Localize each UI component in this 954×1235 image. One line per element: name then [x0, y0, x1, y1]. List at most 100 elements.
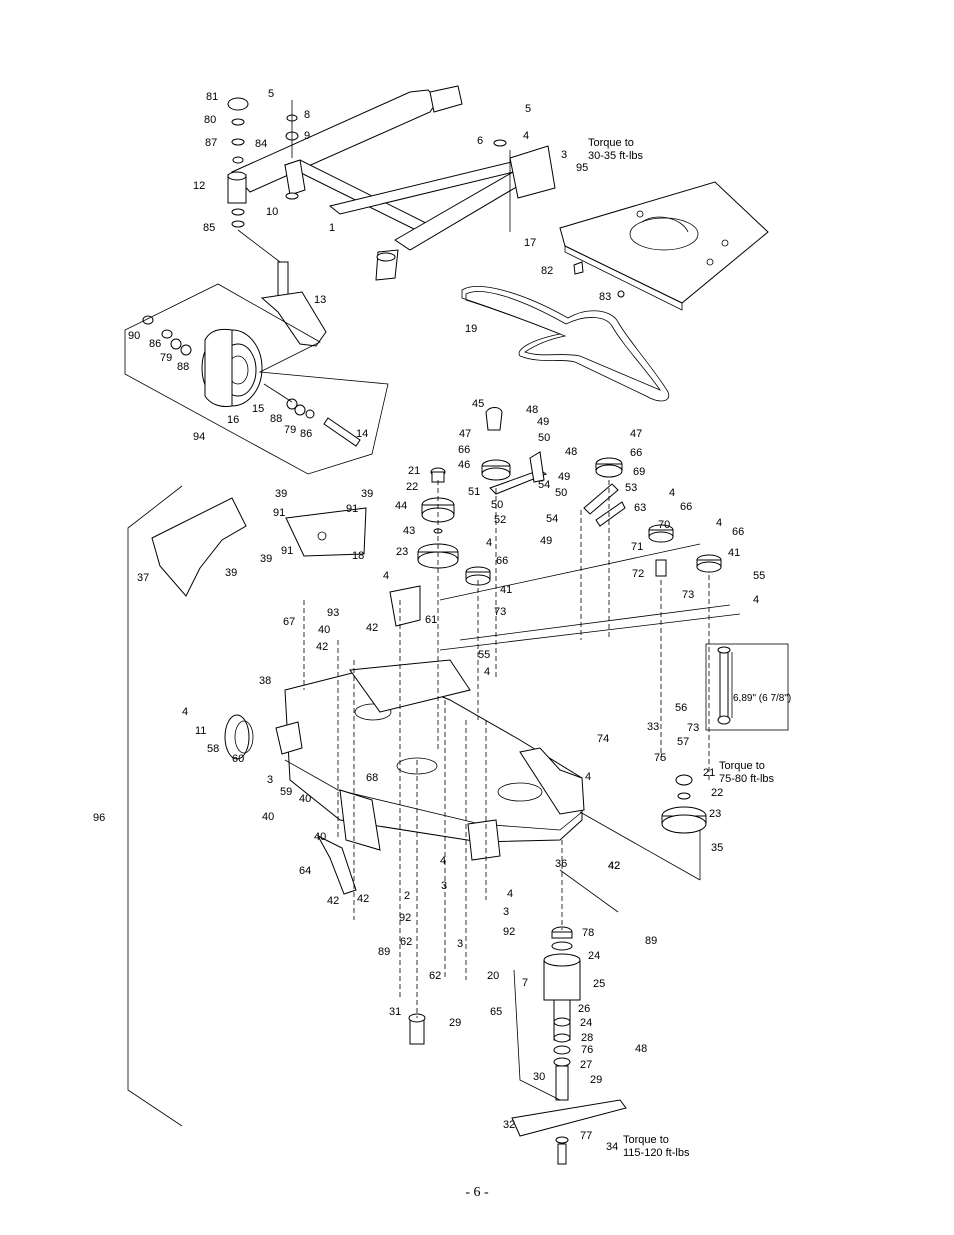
part-callout: 54: [538, 479, 550, 491]
part-callout: 31: [389, 1006, 401, 1018]
part-callout: 4: [182, 706, 188, 718]
part-callout: 92: [503, 926, 515, 938]
assembly-lines: [303, 480, 741, 1018]
deflector-and-plate: [151, 497, 421, 627]
part-callout: 4: [585, 771, 591, 783]
torque-note-1-line1: Torque to: [588, 137, 634, 149]
part-callout: 73: [682, 589, 694, 601]
page-number: - 6 -: [465, 1185, 489, 1200]
part-callout: 71: [631, 541, 643, 553]
part-callout: 92: [399, 912, 411, 924]
part-callout: 42: [316, 641, 328, 653]
part-callout: 55: [753, 570, 765, 582]
part-callout: 74: [597, 733, 609, 745]
torque-note-3-line2: 115-120 ft-lbs: [623, 1147, 690, 1159]
part-callout: 39: [361, 488, 373, 500]
part-callout: 12: [193, 180, 205, 192]
part-callout: 62: [400, 936, 412, 948]
part-callout: 73: [687, 722, 699, 734]
part-callout: 42: [357, 893, 369, 905]
part-callout: 49: [537, 416, 549, 428]
part-callout: 66: [680, 501, 692, 513]
part-callout: 89: [645, 935, 657, 947]
part-callout: 27: [580, 1059, 592, 1071]
part-callout: 49: [540, 535, 552, 547]
part-callout: 77: [580, 1130, 592, 1142]
part-callout: 5: [268, 88, 274, 100]
part-callout: 66: [496, 555, 508, 567]
part-callout: 23: [396, 546, 408, 558]
belt-cover: [559, 181, 769, 311]
part-callout: 42: [608, 860, 620, 872]
part-callout: 79: [284, 424, 296, 436]
part-callout: 84: [255, 138, 267, 150]
part-callout: 17: [524, 237, 536, 249]
torque-note-1: Torque to 30-35 ft-lbs: [588, 137, 644, 162]
part-callout: 65: [490, 1006, 502, 1018]
inset-measurement-label: 6,89" (6 7/8"): [733, 693, 791, 704]
part-callout: 46: [458, 459, 470, 471]
part-callout: 55: [478, 649, 490, 661]
part-callout: 15: [252, 403, 264, 415]
part-callout: 66: [630, 447, 642, 459]
part-callout: 45: [472, 398, 484, 410]
part-callout: 67: [283, 616, 295, 628]
part-callout: 93: [327, 607, 339, 619]
part-callout: 4: [507, 888, 513, 900]
part-callout: 39: [275, 488, 287, 500]
part-callout: 73: [494, 606, 506, 618]
part-callout: 53: [625, 482, 637, 494]
part-callout: 76: [581, 1044, 593, 1056]
part-callout: 24: [588, 950, 600, 962]
part-callout: 5: [525, 103, 531, 115]
part-callout: 88: [270, 413, 282, 425]
part-callout: 3: [267, 774, 273, 786]
part-callout: 87: [205, 137, 217, 149]
part-callout: 63: [634, 502, 646, 514]
part-callout: 96: [93, 812, 105, 824]
part-callout: 13: [314, 294, 326, 306]
part-callout: 86: [300, 428, 312, 440]
part-callout: 33: [647, 721, 659, 733]
part-callout: 40: [262, 811, 274, 823]
part-callout: 4: [716, 517, 722, 529]
part-callout: 20: [487, 970, 499, 982]
torque-note-2: Torque to 75-80 ft-lbs: [719, 760, 775, 785]
part-callout: 88: [177, 361, 189, 373]
part-callout: 16: [227, 414, 239, 426]
torque-note-2-line1: Torque to: [719, 760, 765, 772]
part-callout: 79: [160, 352, 172, 364]
part-callout: 86: [149, 338, 161, 350]
part-callout: 24: [580, 1017, 592, 1029]
part-callout: 75: [654, 752, 666, 764]
part-callout: 28: [581, 1032, 593, 1044]
part-callout: 61: [425, 614, 437, 626]
part-callout: 90: [128, 330, 140, 342]
part-callout: 89: [378, 946, 390, 958]
part-callout: 37: [137, 572, 149, 584]
part-callout: 9: [304, 130, 310, 142]
part-callout: 47: [459, 428, 471, 440]
part-callout: 60: [232, 753, 244, 765]
part-callout: 29: [449, 1017, 461, 1029]
torque-note-3: Torque to 115-120 ft-lbs: [623, 1134, 690, 1159]
part-callout: 42: [366, 622, 378, 634]
part-callout: 49: [558, 471, 570, 483]
part-callout: 91: [281, 545, 293, 557]
part-callout: 29: [590, 1074, 602, 1086]
part-callout: 57: [677, 736, 689, 748]
part-callout: 4: [440, 855, 446, 867]
part-callout: 4: [484, 666, 490, 678]
part-callout: 48: [565, 446, 577, 458]
part-callout: 42: [327, 895, 339, 907]
part-callout: 39: [260, 553, 272, 565]
part-callout: 3: [561, 149, 567, 161]
part-callout: 30: [533, 1071, 545, 1083]
part-callout: 80: [204, 114, 216, 126]
part-callout: 4: [486, 537, 492, 549]
spindle-assembly: [408, 926, 627, 1165]
torque-note-1-line2: 30-35 ft-lbs: [588, 150, 644, 162]
part-callout: 42: [608, 860, 620, 872]
part-callout: 82: [541, 265, 553, 277]
